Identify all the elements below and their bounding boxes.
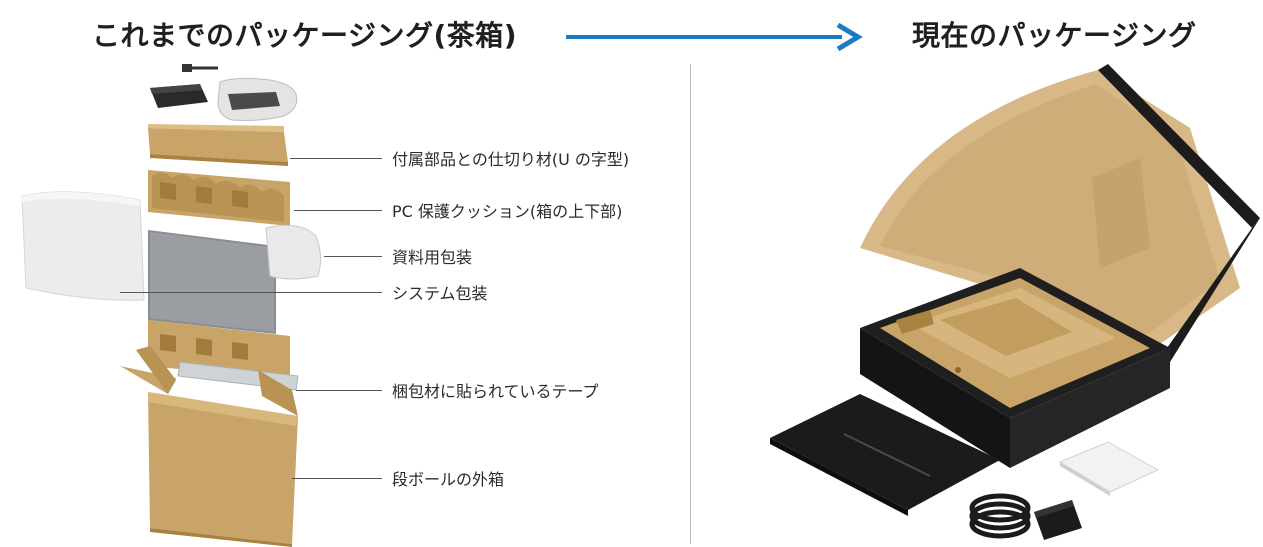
before-packaging-title: これまでのパッケージング(茶箱) [92,19,518,52]
section-divider [690,64,691,544]
leader-line [296,390,382,391]
current-packaging-title: 現在のパッケージング [912,19,1197,52]
pc-cushion-label: PC 保護クッション(箱の上下部) [392,202,623,221]
current-packaging-illustration [770,64,1260,540]
documents-pack-label: 資料用包装 [392,248,473,267]
adapter-icon [150,84,208,108]
tape-label: 梱包材に貼られているテープ [392,382,599,401]
laptop-sleeve-icon [770,394,1000,516]
leader-line [292,478,382,479]
cable-coil-icon [969,493,1031,539]
pc-cushion-top-icon [148,170,290,226]
outer-box-label: 段ボールの外箱 [392,470,505,489]
leader-line [290,158,382,159]
box-clasp-icon [955,367,961,373]
laptop-system-icon [148,230,276,334]
outer-cardboard-box-icon [120,346,298,547]
cable-icon [182,64,218,72]
power-adapter-icon [1034,500,1082,540]
documents-card-icon [1058,441,1160,496]
box-base-icon [860,268,1170,468]
leader-line [294,210,382,211]
u-divider-label: 付属部品との仕切り材(U の字型) [392,150,630,169]
leader-line [324,256,382,257]
leader-line [120,292,382,293]
documents-pack-icon [265,224,322,280]
u-divider-icon [148,124,288,166]
old-packaging-exploded-illustration [21,64,322,547]
system-pack-label: システム包装 [392,284,488,303]
foam-sheet-icon [21,191,145,301]
bagged-accessory-icon [217,77,298,121]
transition-arrow-icon [566,22,863,52]
box-lid-icon [860,64,1260,378]
